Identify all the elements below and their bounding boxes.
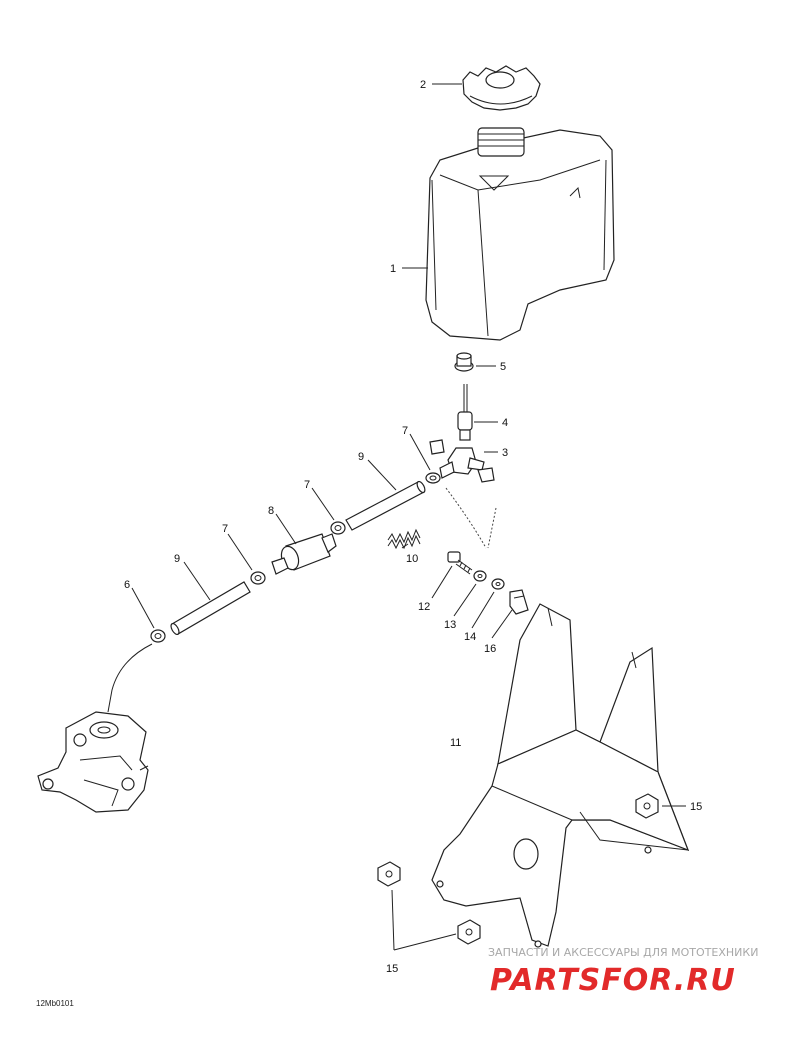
callout-12: 12 — [418, 601, 430, 613]
callout-3: 3 — [502, 447, 508, 459]
clamp-pump — [150, 629, 166, 643]
callout-7-lower: 7 — [222, 523, 228, 535]
washer — [473, 570, 487, 582]
hose-lower — [170, 581, 251, 636]
spacer-washer — [491, 578, 505, 590]
watermark-logo: PARTSFOR.RU — [490, 963, 736, 998]
watermark: ЗАПЧАСТИ И АКСЕССУАРЫ ДЛЯ МОТОТЕХНИКИ PA… — [488, 946, 758, 998]
callout-14: 14 — [464, 631, 476, 643]
spring — [387, 528, 421, 550]
watermark-tagline: ЗАПЧАСТИ И АКСЕССУАРЫ ДЛЯ МОТОТЕХНИКИ — [488, 946, 758, 959]
grommet — [454, 352, 474, 372]
callout-7-mid: 7 — [304, 479, 310, 491]
callout-15-right: 15 — [690, 801, 702, 813]
callout-9-lower: 9 — [174, 553, 180, 565]
callout-5: 5 — [500, 361, 506, 373]
callout-labels: 1 2 3 4 5 6 7 7 7 8 9 9 10 11 12 13 14 1… — [124, 79, 702, 975]
assembly-guide — [445, 487, 497, 549]
callout-6: 6 — [124, 579, 130, 591]
clamp-lower — [250, 571, 266, 585]
nut-left — [377, 861, 401, 887]
retaining-clip — [509, 589, 529, 615]
clamp-tee — [425, 472, 441, 484]
callout-11: 11 — [450, 737, 461, 749]
callout-8: 8 — [268, 505, 274, 517]
callout-1: 1 — [390, 263, 396, 275]
oil-tank — [425, 127, 615, 341]
leader-lines — [131, 83, 686, 951]
nut-bottom — [457, 919, 481, 945]
tank-bracket — [431, 603, 690, 948]
oil-pump — [37, 711, 149, 813]
t-fitting — [429, 439, 495, 483]
nut-right — [635, 793, 659, 819]
callout-7-tee: 7 — [402, 425, 408, 437]
fitting — [457, 384, 473, 441]
fuel-filter — [271, 533, 337, 575]
pump-line — [107, 643, 153, 713]
clamp-mid — [330, 521, 346, 535]
tank-cap — [462, 65, 541, 111]
callout-16: 16 — [484, 643, 496, 655]
callout-13: 13 — [444, 619, 456, 631]
callout-15-bottom: 15 — [386, 963, 398, 975]
callout-9-upper: 9 — [358, 451, 364, 463]
callout-4: 4 — [502, 417, 508, 429]
drawing-code: 12Mb0101 — [36, 999, 74, 1008]
hose-upper — [345, 480, 426, 531]
callout-2: 2 — [420, 79, 426, 91]
bolt — [447, 551, 473, 575]
callout-10: 10 — [406, 553, 418, 565]
